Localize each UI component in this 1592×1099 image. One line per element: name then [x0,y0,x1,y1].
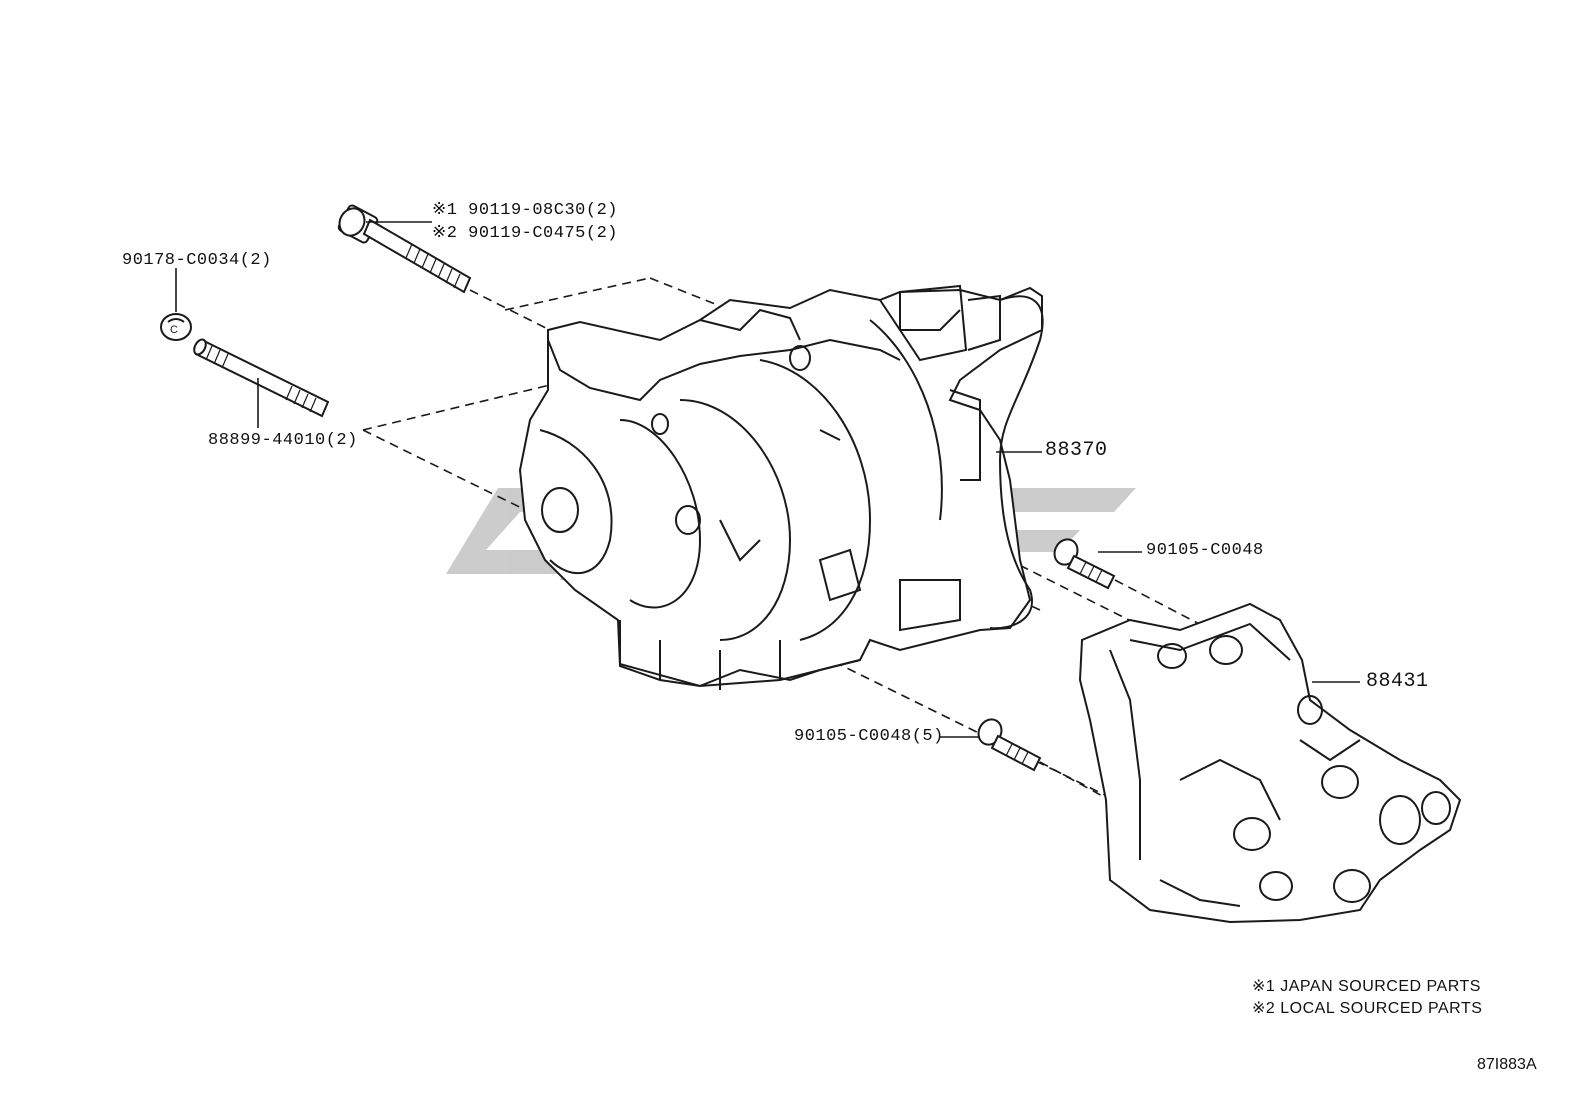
label-bolt-five: 90105-C0048(5) [794,727,944,746]
note-japan-sourced: ※1 JAPAN SOURCED PARTS [1252,978,1481,995]
long-bolt [337,204,472,294]
label-nut: 90178-C0034(2) [122,251,272,270]
label-bracket: 88431 [1366,670,1429,693]
bolt-single [1053,538,1116,590]
leader-lines [175,221,1360,738]
svg-text:C: C [170,324,178,336]
bracket [1078,602,1462,924]
label-stud: 88899-44010(2) [208,431,358,450]
note-local-sourced: ※2 LOCAL SOURCED PARTS [1252,1000,1483,1017]
label-bolt-japan: ※1 90119-08C30(2) [432,201,618,220]
nut: C [160,313,192,341]
label-bolt-local: ※2 90119-C0475(2) [432,224,618,243]
figure-code: 87I883A [1477,1056,1537,1073]
compressor [518,284,1044,690]
bolt-five [977,718,1042,772]
label-bolt-single: 90105-C0048 [1146,541,1264,560]
stud [193,338,330,418]
label-compressor: 88370 [1045,439,1108,462]
